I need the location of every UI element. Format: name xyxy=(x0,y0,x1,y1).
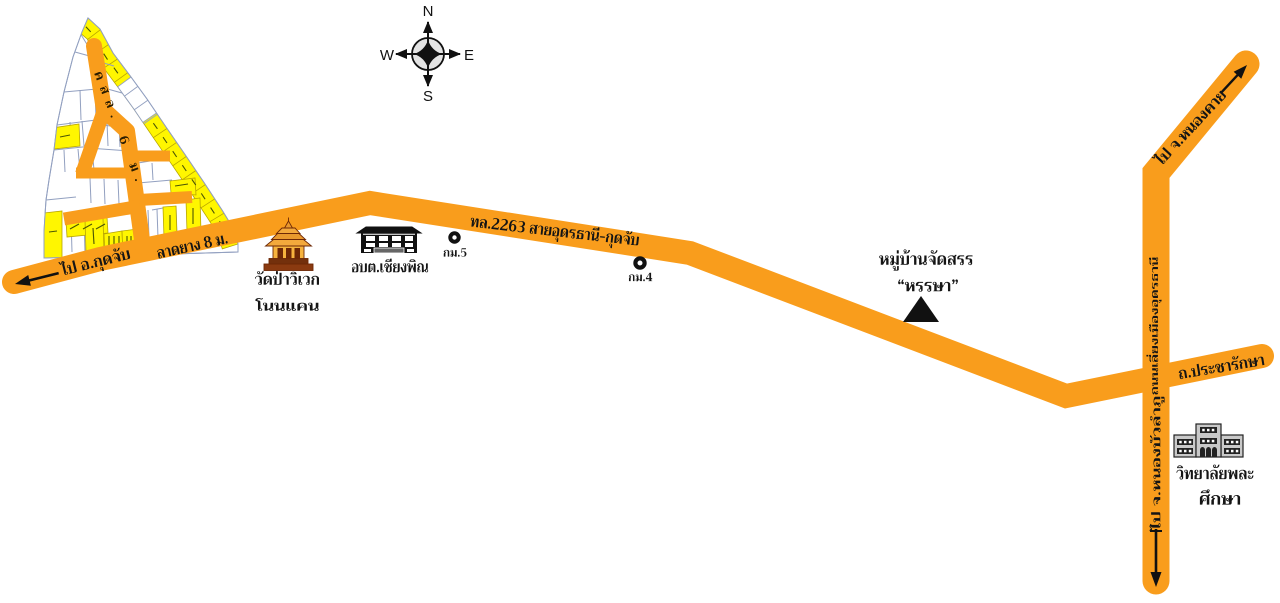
svg-text:N: N xyxy=(423,3,434,20)
svg-text:E: E xyxy=(464,47,474,64)
svg-text:S: S xyxy=(423,88,433,105)
svg-text:W: W xyxy=(380,47,395,64)
